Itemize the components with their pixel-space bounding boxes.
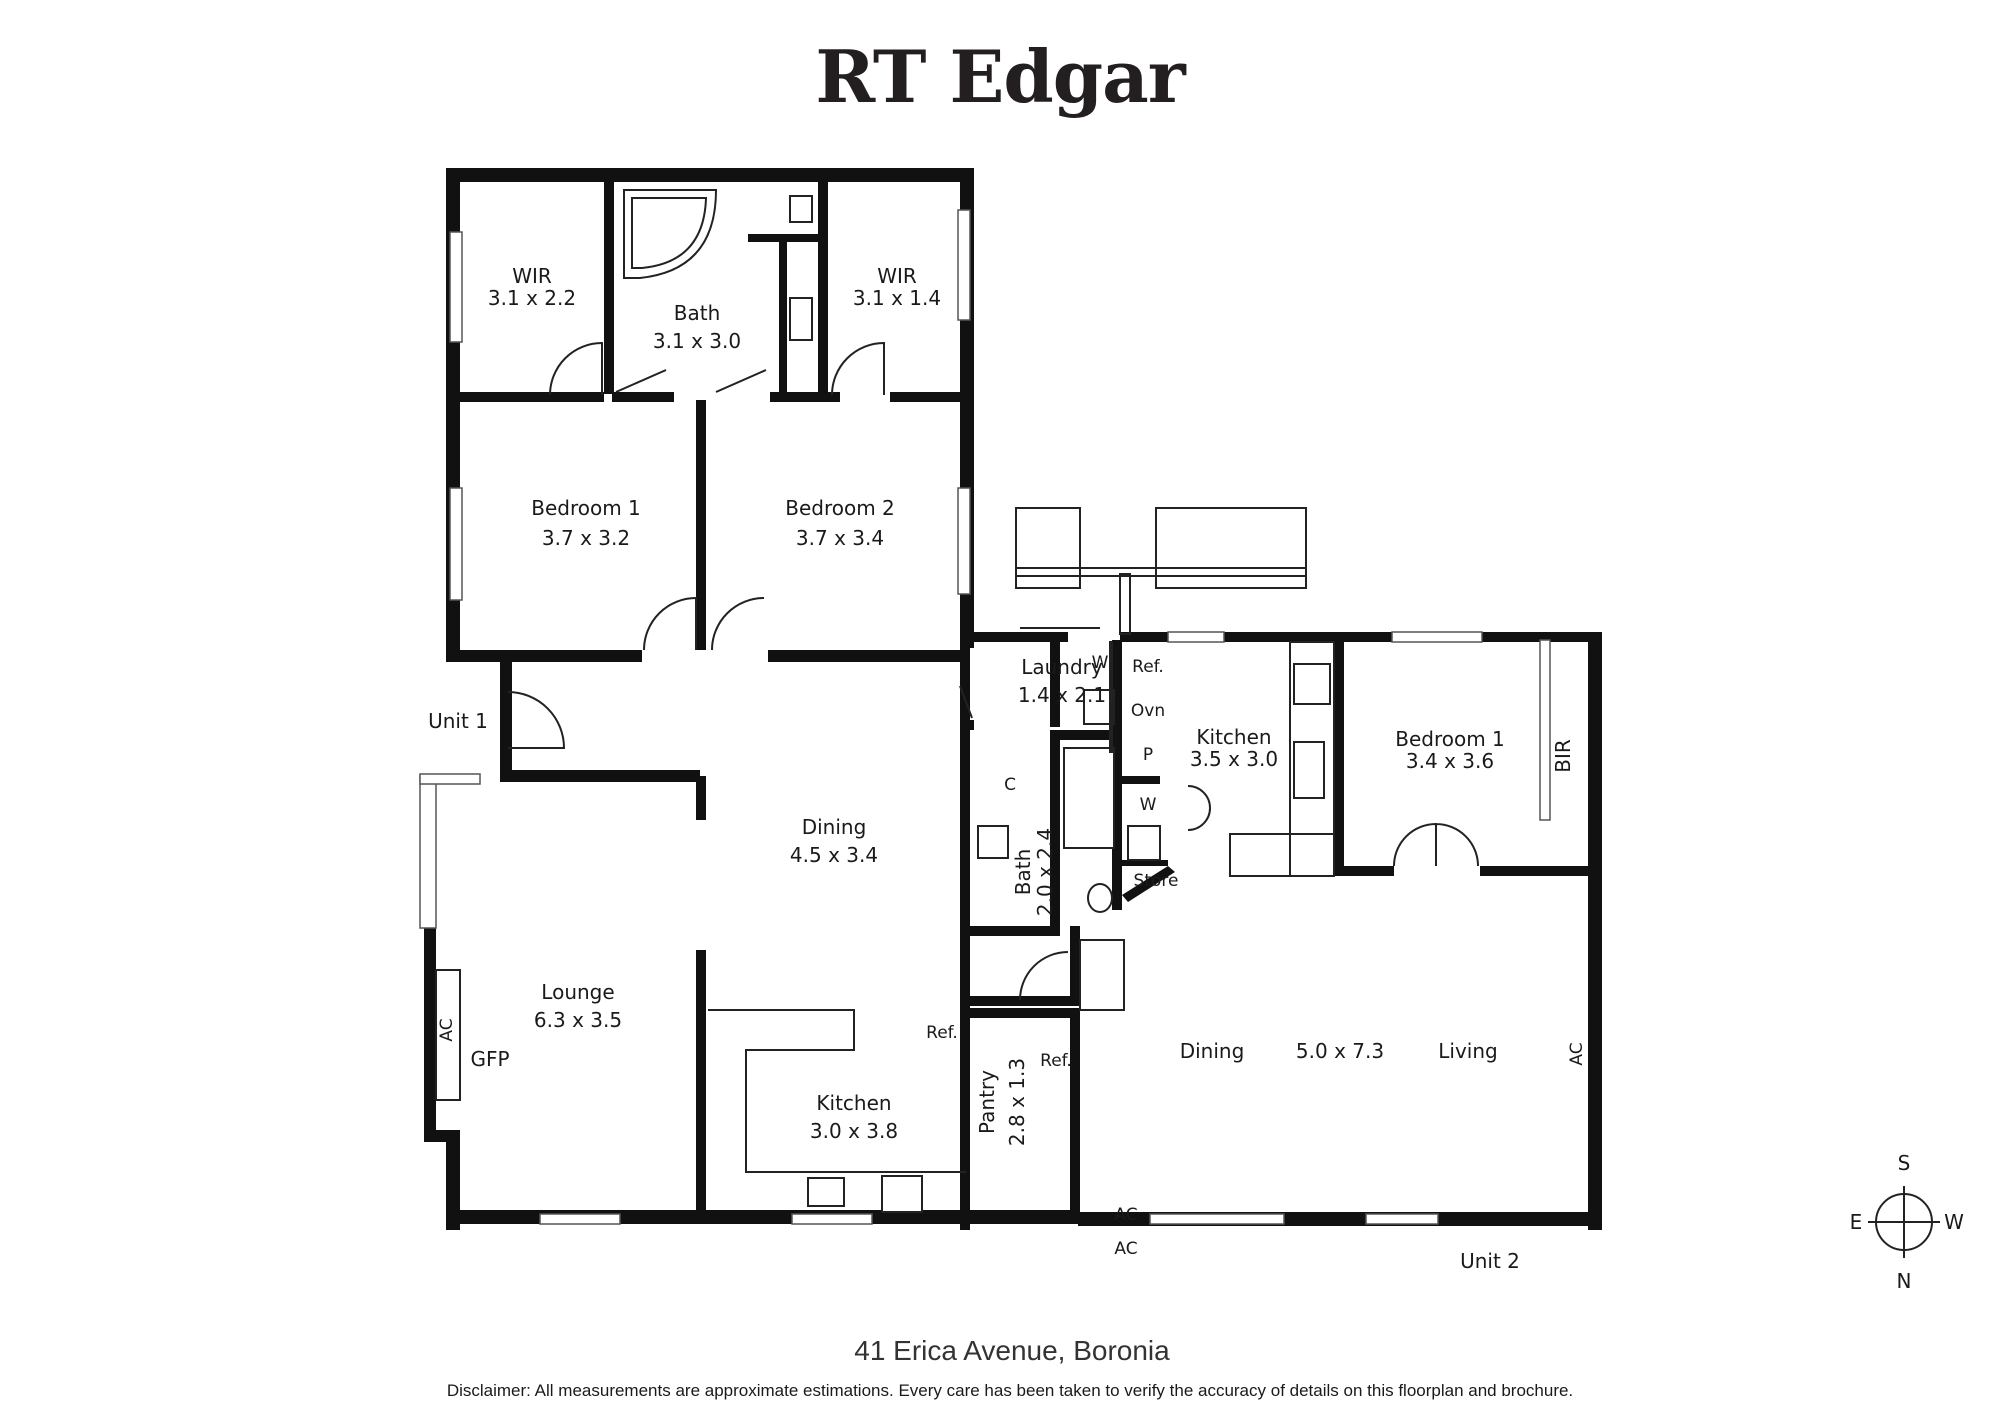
kitchen-name: Kitchen bbox=[816, 1091, 891, 1115]
pantry-size: 2.8 x 1.3 bbox=[1005, 1058, 1029, 1146]
bedroom2-size: 3.7 x 3.4 bbox=[796, 526, 884, 550]
lounge-size: 6.3 x 3.5 bbox=[534, 1008, 622, 1032]
w-laundry-label: W bbox=[1092, 653, 1109, 673]
address: 41 Erica Avenue, Boronia bbox=[854, 1335, 1170, 1366]
kitchen2-name: Kitchen bbox=[1196, 725, 1271, 749]
gfp-label: GFP bbox=[470, 1047, 509, 1071]
bedroom1-u2-size: 3.4 x 3.6 bbox=[1406, 749, 1494, 773]
dining-u2-label: Dining bbox=[1180, 1039, 1245, 1063]
bedroom1-size: 3.7 x 3.2 bbox=[542, 526, 630, 550]
windows bbox=[419, 209, 1551, 1225]
ac-right-label: AC bbox=[1567, 1042, 1587, 1065]
laundry-size: 1.4 x 2.1 bbox=[1018, 683, 1106, 707]
compass-icon: S N E W bbox=[1850, 1151, 1964, 1293]
dining-name: Dining bbox=[802, 815, 867, 839]
living-label: Living bbox=[1438, 1039, 1497, 1063]
bath2-size: 2.0 x 2.4 bbox=[1033, 828, 1057, 916]
laundry-name: Laundry bbox=[1021, 655, 1103, 679]
lounge-name: Lounge bbox=[541, 980, 614, 1004]
kitchen-size: 3.0 x 3.8 bbox=[810, 1119, 898, 1143]
disclaimer: Disclaimer: All measurements are approxi… bbox=[447, 1381, 1573, 1400]
unit1-label: Unit 1 bbox=[428, 709, 488, 733]
bedroom1-name: Bedroom 1 bbox=[531, 496, 641, 520]
unit2-labels: Ref. Ovn P W Store Kitchen 3.5 x 3.0 Bed… bbox=[1114, 657, 1587, 1273]
pantry-unit2-label: P bbox=[1143, 745, 1153, 765]
bath-name: Bath bbox=[674, 301, 721, 325]
bath2-name: Bath bbox=[1011, 849, 1035, 896]
living-size: 5.0 x 7.3 bbox=[1296, 1039, 1384, 1063]
w-unit2-label: W bbox=[1140, 795, 1157, 815]
ac-label: AC bbox=[437, 1018, 457, 1041]
kitchen2-size: 3.5 x 3.0 bbox=[1190, 747, 1278, 771]
bedroom2-name: Bedroom 2 bbox=[785, 496, 895, 520]
walls bbox=[424, 168, 1602, 1230]
wir-left-size: 3.1 x 2.2 bbox=[488, 286, 576, 310]
ref-unit2-label: Ref. bbox=[1132, 657, 1164, 677]
wir-right-name: WIR bbox=[877, 264, 917, 288]
unit2-label: Unit 2 bbox=[1460, 1249, 1520, 1273]
store-label: Store bbox=[1134, 871, 1179, 891]
unit1-labels: WIR 3.1 x 2.2 Bath 3.1 x 3.0 WIR 3.1 x 1… bbox=[428, 264, 1108, 1146]
ref-pantry-label: Ref. bbox=[1040, 1051, 1072, 1071]
pantry-name: Pantry bbox=[975, 1070, 999, 1134]
wir-right-size: 3.1 x 1.4 bbox=[853, 286, 941, 310]
wir-left-name: WIR bbox=[512, 264, 552, 288]
ref-kitchen-label: Ref. bbox=[926, 1023, 958, 1043]
bath-size: 3.1 x 3.0 bbox=[653, 329, 741, 353]
compass-w: W bbox=[1944, 1210, 1964, 1234]
ac-bottom2-label: AC bbox=[1114, 1239, 1137, 1259]
bir-label: BIR bbox=[1551, 739, 1575, 773]
doors bbox=[507, 341, 1479, 1001]
c-cupboard-label: C bbox=[1004, 775, 1016, 795]
compass-e: E bbox=[1850, 1210, 1863, 1234]
bedroom1-u2-name: Bedroom 1 bbox=[1395, 727, 1505, 751]
compass-n: N bbox=[1897, 1269, 1912, 1293]
ac-bottom1-label: AC bbox=[1114, 1205, 1137, 1225]
compass-s: S bbox=[1898, 1151, 1911, 1175]
brand-logo: RT Edgar bbox=[815, 34, 1186, 119]
oven-label: Ovn bbox=[1131, 701, 1165, 721]
fixtures bbox=[435, 189, 1331, 1213]
dining-size: 4.5 x 3.4 bbox=[790, 843, 878, 867]
